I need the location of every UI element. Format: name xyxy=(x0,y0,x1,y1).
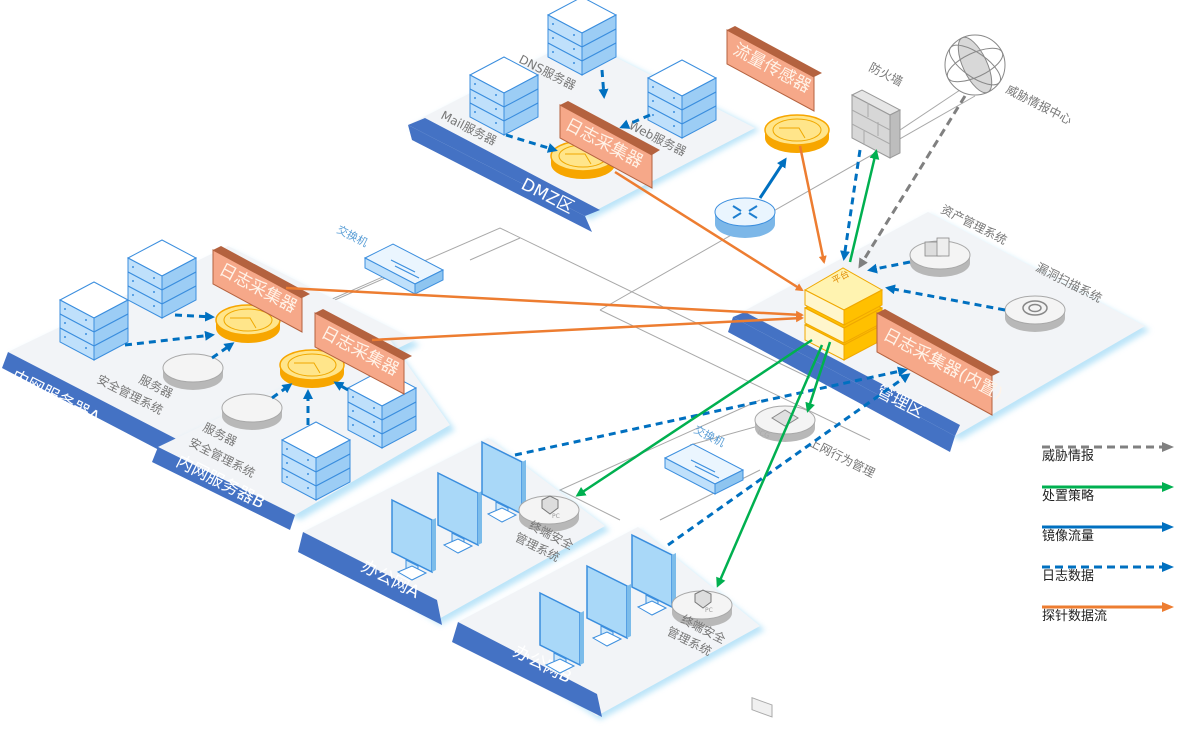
switch-lower-icon xyxy=(664,443,744,495)
legend-arrowhead xyxy=(1162,602,1174,612)
flow-sensor-disk xyxy=(764,114,830,154)
probe-flow-arrows xyxy=(285,145,827,342)
legend-item: 处置策略 xyxy=(1042,482,1174,504)
threat-intel-arrow xyxy=(858,95,967,269)
intranet-a-log-arrows xyxy=(124,311,235,360)
switch-upper-label: 交换机 xyxy=(335,222,371,249)
office-a-pc-badge: PC xyxy=(552,513,560,520)
legend-item: 镜像流量 xyxy=(1042,522,1174,544)
legend-item: 日志数据 xyxy=(1042,562,1174,584)
web-behavior-label: 上网行为管理 xyxy=(807,434,878,480)
firewall-label: 防火墙 xyxy=(867,59,906,89)
legend-label: 日志数据 xyxy=(1042,569,1094,584)
firewall-wire xyxy=(899,89,961,131)
intranet-a-server-sec-disk xyxy=(162,353,224,391)
office-b-pc-badge: PC xyxy=(705,607,713,614)
vuln-scan-icon xyxy=(1022,300,1048,316)
log-data-arrows xyxy=(514,149,1006,547)
office-b-shield-icon xyxy=(694,589,712,609)
legend-label: 探针数据流 xyxy=(1042,609,1107,624)
intranet-b-log-arrows xyxy=(271,381,349,425)
threat-intel-globe-icon xyxy=(944,34,1006,96)
router-icon xyxy=(714,197,776,238)
office-a-shield-icon xyxy=(541,495,559,515)
mirror-traffic-arrow xyxy=(758,157,787,199)
asset-mgmt-icon xyxy=(924,237,950,257)
threat-intel-label: 威胁情报中心 xyxy=(1004,81,1075,127)
zone-intranet-a: 内网服务器A xyxy=(2,246,420,462)
disposal-policy-arrows xyxy=(575,149,880,588)
flow-sensor-banner: 流量传感器 xyxy=(726,26,822,112)
legend-label: 威胁情报 xyxy=(1042,449,1094,464)
icg-badge: ICG xyxy=(756,428,770,440)
legend-arrowhead xyxy=(1162,522,1174,532)
switch-upper-icon xyxy=(364,243,444,295)
legend-label: 镜像流量 xyxy=(1042,529,1094,544)
legend-arrowhead xyxy=(1162,482,1174,492)
legend-item: 威胁情报 xyxy=(1042,442,1174,464)
dmz-log-arrows xyxy=(505,69,651,153)
platform-server-icon xyxy=(803,267,884,361)
legend-item: 探针数据流 xyxy=(1042,602,1174,624)
legend-arrowhead xyxy=(1162,442,1174,452)
legend-label: 处置策略 xyxy=(1042,488,1094,504)
firewall-icon xyxy=(850,89,902,159)
legend-arrowhead xyxy=(1162,562,1174,572)
intranet-b-server-sec-disk xyxy=(221,393,283,431)
